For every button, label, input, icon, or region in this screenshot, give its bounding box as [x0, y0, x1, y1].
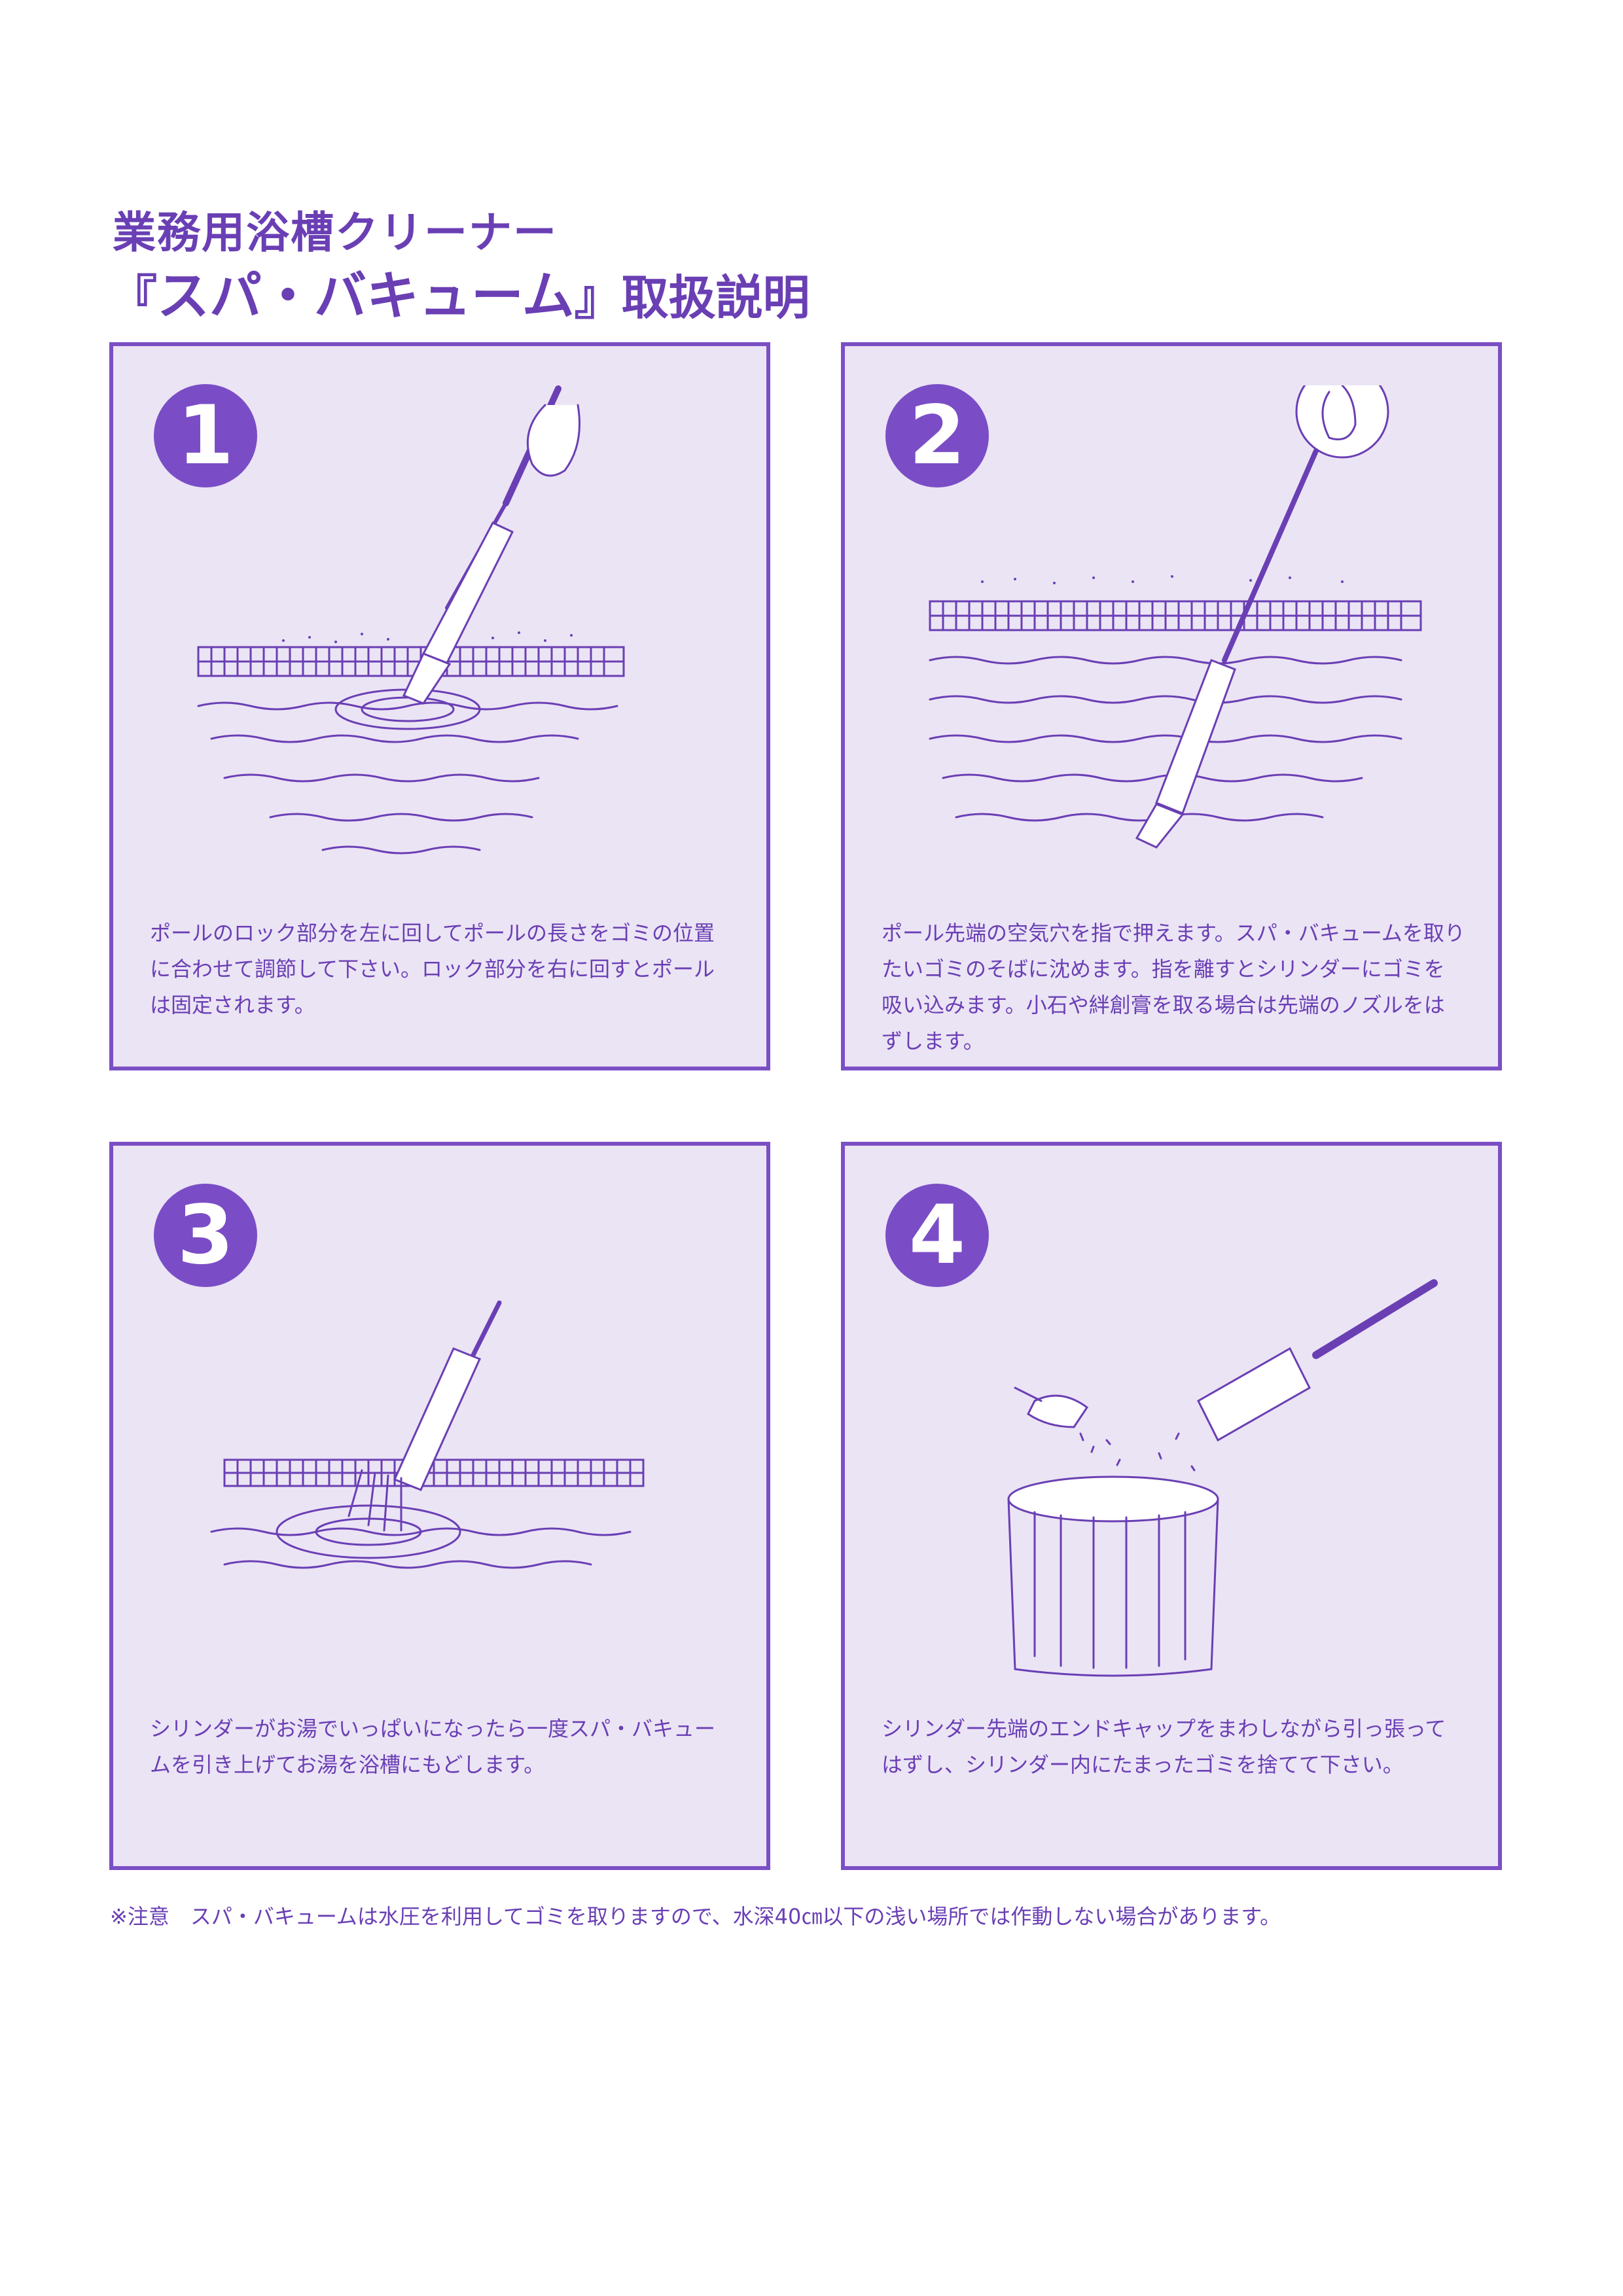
caution-note: ※注意 スパ・バキュームは水圧を利用してゴミを取りますので、水深40㎝以下の浅い… — [110, 1904, 1281, 1929]
vacuum-suction-illustration — [929, 385, 1422, 849]
title-line-2: 『スパ・バキューム』取扱説明 — [110, 254, 810, 330]
title-bracket-close: 』 — [574, 270, 622, 325]
step-text-2: ポール先端の空気穴を指で押えます。スパ・バキュームを取りたいゴミのそばに沈めます… — [882, 921, 1465, 1053]
step-panel-2: 2 ポール先端の空気穴を指で押えます。スパ・バキュームを取りたいゴミのそばに沈 — [841, 342, 1502, 1070]
step-panel-4: 4 シリンダー先端のエンドキャップをまわしながら引っ張ってはずし、シリンダー内に… — [841, 1142, 1502, 1870]
product-name: スパ・バキューム — [157, 266, 575, 327]
step-text-3: シリンダーがお湯でいっぱいになったら一度スパ・バキュームを引き上げてお湯を浴槽に… — [150, 1716, 716, 1777]
step-panel-1: 1 ポー — [109, 342, 770, 1070]
step-text-1: ポールのロック部分を左に回してポールの長さをゴミの位置に合わせて調節して下さい。… — [150, 921, 715, 1017]
step-number-1: 1 — [154, 384, 257, 487]
vacuum-pole-adjust-illustration — [197, 385, 625, 855]
title-bracket-open: 『 — [110, 270, 158, 325]
vacuum-draining-illustration — [210, 1300, 645, 1569]
empty-cylinder-illustration — [1007, 1279, 1438, 1677]
step-number-4: 4 — [885, 1184, 989, 1287]
title-line-1: 業務用浴槽クリーナー — [113, 207, 558, 258]
step-panel-3: 3 シリンダーがお湯でいっぱいになったら一度スパ・バキュームを引き上げてお湯を浴… — [109, 1142, 770, 1870]
step-number-3: 3 — [154, 1184, 257, 1287]
step-number-2: 2 — [885, 384, 989, 487]
title-suffix: 取扱説明 — [621, 270, 810, 325]
step-text-4: シリンダー先端のエンドキャップをまわしながら引っ張ってはずし、シリンダー内にたま… — [882, 1716, 1446, 1777]
